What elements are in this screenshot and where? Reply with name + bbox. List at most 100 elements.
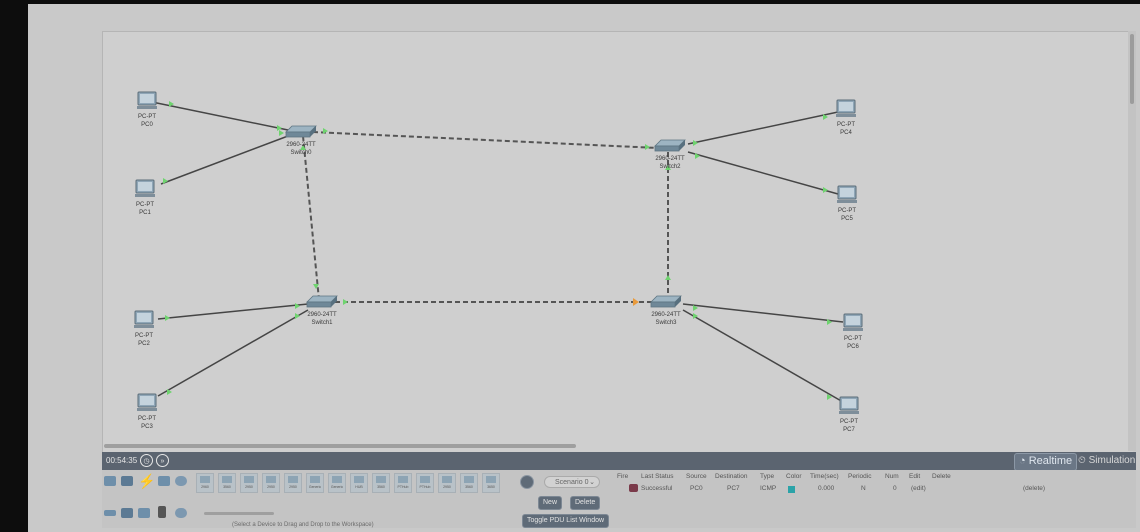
simulation-label: Simulation — [1088, 455, 1136, 466]
pdu-edit-link[interactable]: (edit) — [911, 485, 926, 492]
realtime-clock-icon: ◔ — [1019, 455, 1026, 467]
link-switch0-switch2 — [312, 131, 659, 149]
scenario-panel: Scenario 0 ⌄ New Delete Toggle PDU List … — [514, 470, 614, 528]
delete-scenario-button[interactable]: Delete — [570, 496, 601, 510]
device-palette: 2960 3560 2950 2950 2950 Generic Generic… — [196, 470, 512, 522]
svg-text:2960-24TT: 2960-24TT — [655, 156, 685, 162]
device-tile[interactable]: PTHub — [416, 473, 434, 493]
device-tile[interactable]: 3560 — [218, 473, 236, 493]
device-tile[interactable]: 3560 — [460, 473, 478, 493]
svg-text:2960-24TT: 2960-24TT — [651, 312, 681, 318]
simulation-mode-tab[interactable]: ⏲ Simulation — [1078, 453, 1135, 469]
svg-text:PC5: PC5 — [841, 216, 853, 222]
pdu-header: Periodic — [848, 473, 872, 480]
cloud-icon[interactable] — [175, 476, 187, 486]
device-tile[interactable]: HUB — [350, 473, 368, 493]
svg-text:PC-PT: PC-PT — [840, 419, 858, 425]
switch3[interactable]: 2960-24TT Switch3 — [650, 295, 682, 326]
toggle-pdu-list-button[interactable]: Toggle PDU List Window — [522, 514, 610, 528]
fast-forward-icon: » — [160, 458, 165, 465]
chevron-down-icon: ⌄ — [589, 479, 595, 486]
link-pc0-switch0 — [151, 101, 289, 131]
pdu-header: Type — [760, 473, 775, 480]
device-tile[interactable]: 2960 — [196, 473, 214, 493]
end-devices-icon[interactable] — [121, 476, 133, 486]
device-tile[interactable]: Generic — [306, 473, 324, 493]
components-icon[interactable] — [158, 476, 170, 486]
svg-text:PC3: PC3 — [141, 424, 153, 430]
fire-pdu-icon[interactable] — [629, 484, 638, 492]
pc6[interactable]: PC-PT PC6 — [842, 313, 864, 350]
device-tile[interactable]: 2950 — [262, 473, 280, 493]
svg-text:Switch0: Switch0 — [290, 150, 312, 156]
pc7[interactable]: PC-PT PC7 — [838, 396, 860, 433]
link-switch2-pc4 — [687, 111, 839, 145]
pdu-delete-link[interactable]: (delete) — [1023, 485, 1046, 492]
realtime-mode-tab[interactable]: ◔ Realtime — [1014, 453, 1078, 471]
pdu-header: Time(sec) — [810, 473, 839, 480]
pdu-type: ICMP — [760, 485, 777, 492]
switch1[interactable]: 2960-24TT Switch1 — [306, 295, 338, 326]
new-scenario-button[interactable]: New — [538, 496, 563, 510]
phone-icon[interactable] — [158, 506, 166, 518]
device-tile[interactable]: PTHub — [394, 473, 412, 493]
link-pc2-switch1 — [157, 303, 309, 320]
pc1[interactable]: PC-PT PC1 — [134, 179, 156, 216]
pc5[interactable]: PC-PT PC5 — [836, 185, 858, 222]
simulation-clock: 00:54:35 — [106, 456, 138, 465]
device-tile[interactable]: Generic — [328, 473, 346, 493]
pc3[interactable]: PC-PT PC3 — [136, 393, 158, 430]
palette-scroll-thumb[interactable] — [204, 512, 274, 515]
security-icon[interactable] — [138, 508, 150, 518]
fast-forward-button[interactable]: » — [156, 454, 169, 467]
hub-icon[interactable] — [104, 510, 116, 516]
svg-text:2960-24TT: 2960-24TT — [307, 312, 337, 318]
wireless-icon[interactable] — [121, 508, 133, 518]
scenario-selected-value: Scenario 0 — [555, 479, 589, 486]
device-tile[interactable]: 3650 — [482, 473, 500, 493]
network-devices-icon[interactable] — [104, 476, 116, 486]
palette-status-hint: (Select a Device to Drag and Drop to the… — [232, 522, 374, 528]
svg-text:PC-PT: PC-PT — [844, 336, 862, 342]
link-switch2-pc5 — [687, 151, 839, 195]
pc0[interactable]: PC-PT PC0 — [136, 91, 158, 128]
svg-text:PC2: PC2 — [138, 341, 150, 347]
switch0[interactable]: 2960-24TT Switch0 — [285, 125, 317, 156]
svg-text:PC-PT: PC-PT — [837, 122, 855, 128]
device-tile[interactable]: 2950 — [240, 473, 258, 493]
svg-text:PC-PT: PC-PT — [136, 202, 154, 208]
workspace-horizontal-scroll-thumb[interactable] — [104, 444, 576, 448]
svg-text:2960-24TT: 2960-24TT — [286, 142, 316, 148]
svg-text:PC-PT: PC-PT — [138, 416, 156, 422]
link-switch3-pc7 — [682, 309, 844, 403]
realtime-label: Realtime — [1028, 455, 1073, 467]
workspace-vertical-scrollbar[interactable] — [1128, 31, 1136, 451]
pdu-color-swatch — [788, 486, 795, 493]
logical-workspace[interactable]: PC-PT PC0 PC-PT PC1 PC-PT PC2 PC-PT PC3 … — [102, 31, 1133, 452]
scenario-select[interactable]: Scenario 0 ⌄ — [544, 476, 600, 488]
svg-text:Switch1: Switch1 — [311, 320, 333, 326]
connections-lightning-icon[interactable]: ⚡ — [138, 473, 156, 489]
device-tile[interactable]: 2950 — [284, 473, 302, 493]
device-tile[interactable]: 2950 — [438, 473, 456, 493]
wan-emulation-icon[interactable] — [175, 508, 187, 518]
pdu-source: PC0 — [690, 485, 703, 492]
svg-text:PC4: PC4 — [840, 130, 852, 136]
pc4[interactable]: PC-PT PC4 — [835, 99, 857, 136]
svg-text:Switch3: Switch3 — [655, 320, 677, 326]
svg-text:PC7: PC7 — [843, 427, 855, 433]
link-switch3-pc6 — [682, 303, 844, 323]
scenario-info-icon[interactable] — [520, 475, 534, 489]
svg-text:PC-PT: PC-PT — [135, 333, 153, 339]
pc2[interactable]: PC-PT PC2 — [133, 310, 155, 347]
switch2[interactable]: 2960-24TT Switch2 — [654, 139, 686, 170]
pdu-header: Destination — [715, 473, 748, 480]
bottom-panel: ⚡ 2960 3560 2950 2950 2950 Generic Gener… — [102, 470, 1136, 528]
link-pc3-switch1 — [157, 309, 309, 397]
link-switch0-switch1 — [302, 135, 320, 301]
pdu-periodic: N — [861, 485, 866, 492]
power-cycle-button[interactable]: ◷ — [140, 454, 153, 467]
pdu-last-status: Successful — [641, 485, 673, 492]
device-tile[interactable]: 3560 — [372, 473, 390, 493]
vertical-scroll-thumb[interactable] — [1130, 34, 1134, 104]
